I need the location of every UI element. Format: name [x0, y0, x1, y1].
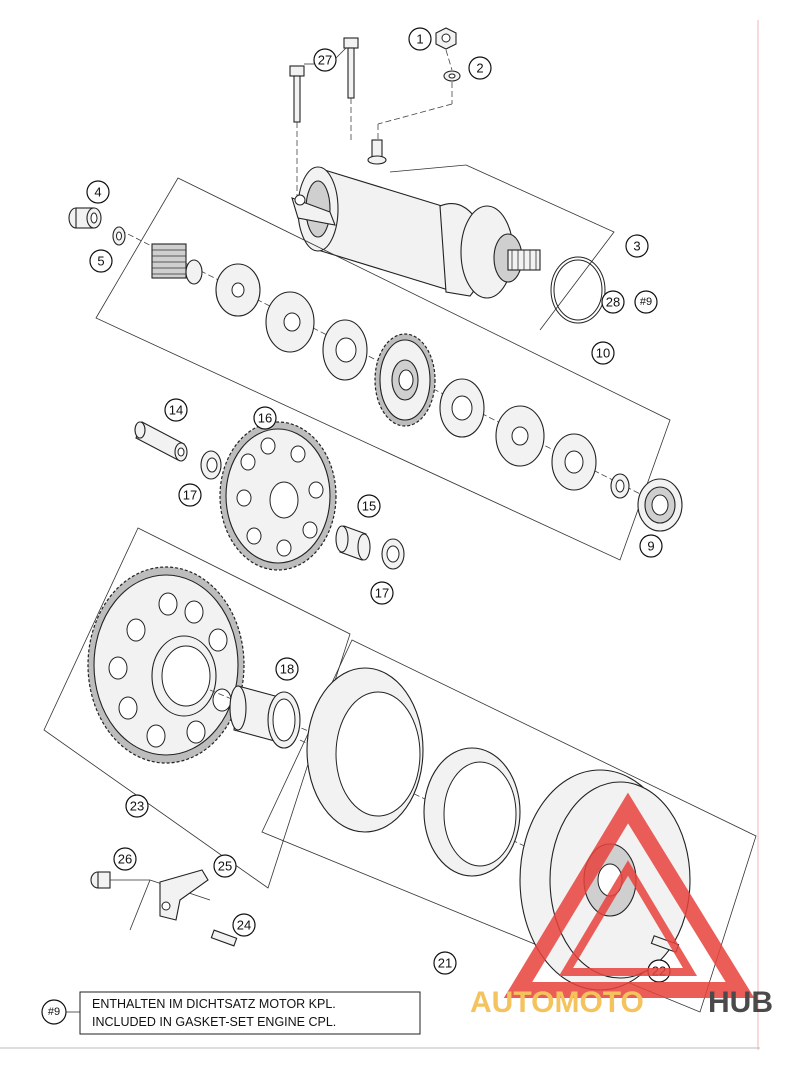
- svg-text:4: 4: [94, 185, 101, 200]
- svg-text:15: 15: [362, 499, 376, 514]
- callout-26: 26: [113, 847, 137, 871]
- svg-text:9: 9: [647, 539, 654, 554]
- svg-text:17: 17: [375, 586, 389, 601]
- callout-3: 3: [625, 234, 649, 258]
- gear-16: [134, 421, 405, 571]
- pinion-gear: [151, 243, 203, 285]
- gasket-note: #9 ENTHALTEN IM DICHTSATZ MOTOR KPL. INC…: [41, 991, 421, 1035]
- callout-23: 23: [125, 794, 149, 818]
- svg-text:2: 2: [476, 61, 483, 76]
- nut-and-washer: [377, 27, 461, 140]
- svg-text:10: 10: [596, 346, 610, 361]
- svg-text:#9: #9: [640, 296, 652, 308]
- watermark-text-1: AUTOMOTO: [470, 986, 644, 1019]
- intermediate-gear: [374, 333, 436, 427]
- callout-2: 2: [468, 56, 492, 80]
- washers: [215, 263, 630, 499]
- callout-1: 1: [408, 27, 432, 51]
- svg-text:18: 18: [280, 662, 294, 677]
- bolts: [289, 37, 359, 196]
- svg-text:3: 3: [633, 239, 640, 254]
- svg-text:25: 25: [218, 859, 232, 874]
- callouts: 1 2 3 4 5 9 10 14 15 16 17 17 18 21 22 2…: [86, 27, 671, 983]
- callout-9: 9: [639, 534, 663, 558]
- svg-text:21: 21: [438, 956, 452, 971]
- callout-hash9: #9: [634, 290, 658, 314]
- svg-text:16: 16: [258, 411, 272, 426]
- callout-24: 24: [232, 913, 256, 937]
- callout-14: 14: [164, 398, 188, 422]
- svg-text:24: 24: [237, 918, 251, 933]
- callout-18: 18: [275, 657, 299, 681]
- watermark-text-2: HUB: [708, 986, 773, 1019]
- callout-21: 21: [433, 951, 457, 975]
- callout-27: 27: [313, 48, 337, 72]
- note-line-1: ENTHALTEN IM DICHTSATZ MOTOR KPL.: [92, 997, 336, 1011]
- callout-17a: 17: [178, 483, 202, 507]
- callout-25: 25: [213, 854, 237, 878]
- gear-23-group: [43, 527, 351, 889]
- svg-text:26: 26: [118, 852, 132, 867]
- callout-5: 5: [89, 249, 113, 273]
- svg-text:28: 28: [606, 295, 620, 310]
- callout-28: 28: [601, 290, 625, 314]
- note-symbol: #9: [48, 1006, 60, 1018]
- callout-4: 4: [86, 180, 110, 204]
- svg-text:17: 17: [183, 488, 197, 503]
- bushing-washer: [68, 207, 126, 246]
- callout-10: 10: [591, 341, 615, 365]
- callout-16: 16: [253, 406, 277, 430]
- svg-text:5: 5: [97, 254, 104, 269]
- o-ring: [550, 256, 606, 324]
- starter-motor: [291, 139, 615, 331]
- note-line-2: INCLUDED IN GASKET-SET ENGINE CPL.: [92, 1015, 336, 1029]
- svg-text:1: 1: [416, 32, 423, 47]
- svg-text:27: 27: [318, 53, 332, 68]
- callout-15: 15: [357, 494, 381, 518]
- svg-text:14: 14: [169, 403, 183, 418]
- bearing: [637, 478, 683, 532]
- pickup-group: [90, 869, 238, 947]
- watermark-logo: AUTOMOTO HUB: [470, 792, 773, 1019]
- callout-17b: 17: [370, 581, 394, 605]
- svg-text:23: 23: [130, 799, 144, 814]
